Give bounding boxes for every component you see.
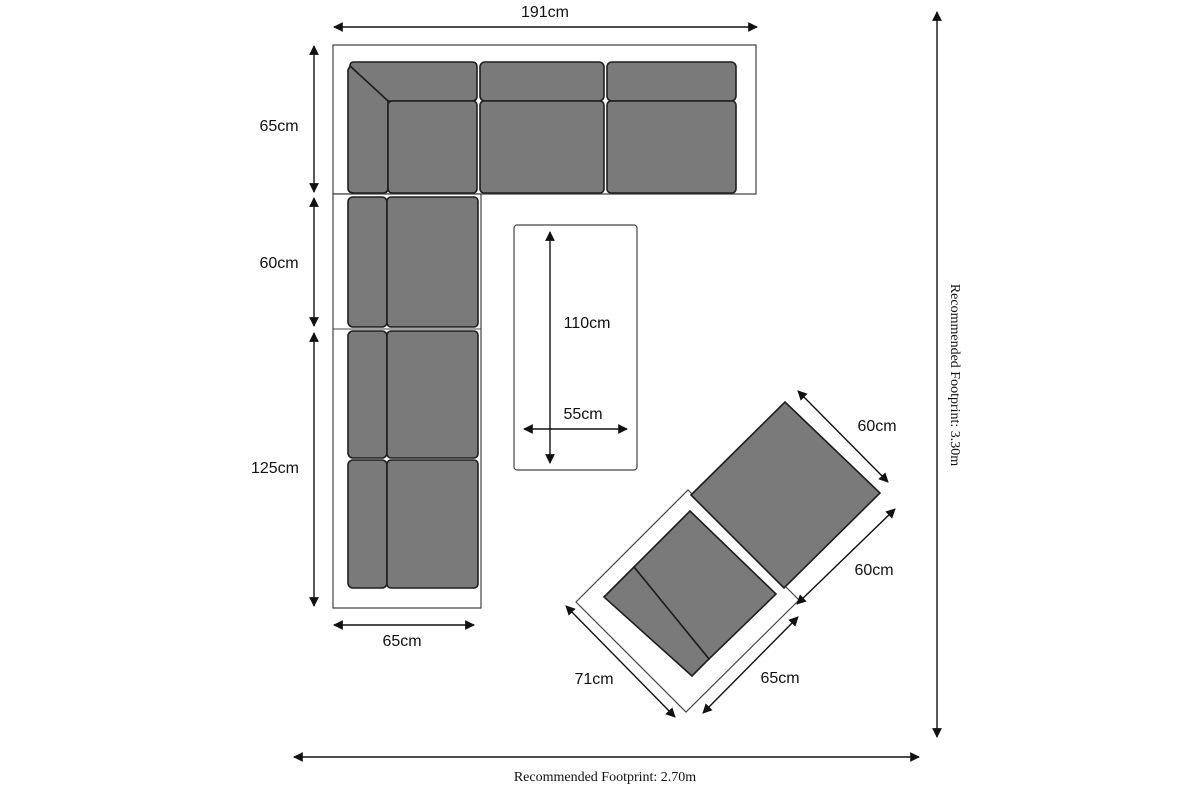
corner-back-cushion — [349, 61, 478, 102]
chaise-width-arrow — [565, 605, 676, 718]
chaise-mid-arrow — [796, 508, 896, 605]
side-seat-cushion-2 — [386, 330, 479, 459]
chaise-top-arrow — [797, 390, 889, 483]
side-seat-cushion-3 — [386, 459, 479, 589]
table-width-label: 55cm — [563, 406, 602, 423]
coffee-table — [513, 224, 638, 471]
corner-seat-cushion — [387, 100, 478, 194]
chaise-top-label: 60cm — [857, 418, 896, 435]
l-shaped-sofa — [332, 44, 757, 609]
back-cushion-2 — [479, 61, 605, 102]
back-depth-label: 65cm — [259, 118, 298, 135]
chaise-depth-arrow — [702, 616, 799, 714]
table-length-label: 110cm — [564, 315, 611, 332]
chaise-mid-label: 60cm — [854, 562, 893, 579]
top-width-label: 191cm — [521, 4, 569, 21]
back-cushion-3 — [606, 61, 737, 102]
side-back-cushion-1 — [347, 196, 388, 328]
chaise-depth-label: 65cm — [760, 670, 799, 687]
chaise-width-label: 71cm — [574, 671, 613, 688]
side-back-cushion-3 — [347, 459, 388, 589]
seat-cushion-2 — [479, 100, 605, 194]
side-back-cushion-2 — [347, 330, 388, 459]
footprint-depth-label: Recommended Footprint: 3.30m — [947, 284, 962, 466]
footprint-width-label: Recommended Footprint: 2.70m — [514, 770, 696, 785]
side-seat-cushion-1 — [386, 196, 479, 328]
seat-cushion-3 — [606, 100, 737, 194]
corner-mid-label: 60cm — [259, 255, 298, 272]
base-width-label: 65cm — [382, 633, 421, 650]
side-length-label: 125cm — [251, 460, 299, 477]
